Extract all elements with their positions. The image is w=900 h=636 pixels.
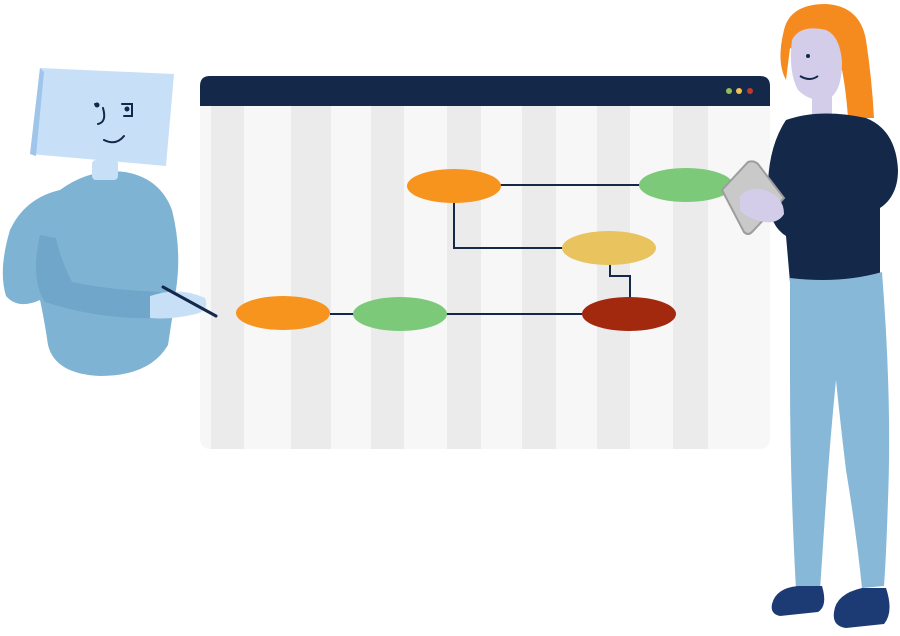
node-left-orange[interactable]	[236, 296, 330, 330]
woman-eye	[806, 54, 810, 58]
node-top-green[interactable]	[639, 168, 733, 202]
edge-mid-yellow-right-red	[609, 264, 631, 298]
robot-arm	[36, 235, 165, 319]
diagram-nodes	[236, 168, 733, 331]
traffic-light-red-icon[interactable]	[747, 88, 753, 94]
stripe	[211, 105, 244, 449]
robot-head	[30, 68, 174, 166]
robot-head-side	[30, 68, 44, 156]
robot-body	[2, 171, 179, 376]
woman-shoe-left	[771, 586, 825, 616]
robot-hand	[150, 291, 207, 319]
robot-eye	[124, 106, 130, 112]
woman-face	[790, 28, 842, 100]
stripe	[673, 105, 708, 449]
node-mid-green[interactable]	[353, 297, 447, 331]
window-titlebar	[200, 76, 770, 106]
stripe	[447, 105, 481, 449]
woman-smile	[799, 75, 819, 80]
edge-top-orange-mid-yellow	[453, 202, 563, 249]
woman-figure	[720, 4, 898, 628]
woman-neck	[812, 92, 832, 116]
woman-pants	[790, 272, 890, 590]
traffic-light-green-icon[interactable]	[726, 88, 732, 94]
canvas-stripes	[211, 105, 708, 449]
robot-neck	[92, 160, 118, 180]
node-mid-yellow[interactable]	[562, 231, 656, 265]
woman-shoe-right	[833, 588, 890, 628]
woman-sweater	[767, 113, 898, 285]
node-top-orange[interactable]	[407, 169, 501, 203]
robot-eye	[94, 102, 100, 108]
pen-icon	[161, 285, 218, 318]
diagram-edges	[330, 184, 641, 315]
browser-window	[200, 76, 770, 449]
stripe	[371, 105, 404, 449]
woman-hand	[740, 188, 784, 223]
robot-figure	[2, 68, 218, 376]
traffic-light-yellow-icon[interactable]	[736, 88, 742, 94]
stripe	[291, 105, 331, 449]
node-right-red[interactable]	[582, 297, 676, 331]
stripe	[522, 105, 556, 449]
